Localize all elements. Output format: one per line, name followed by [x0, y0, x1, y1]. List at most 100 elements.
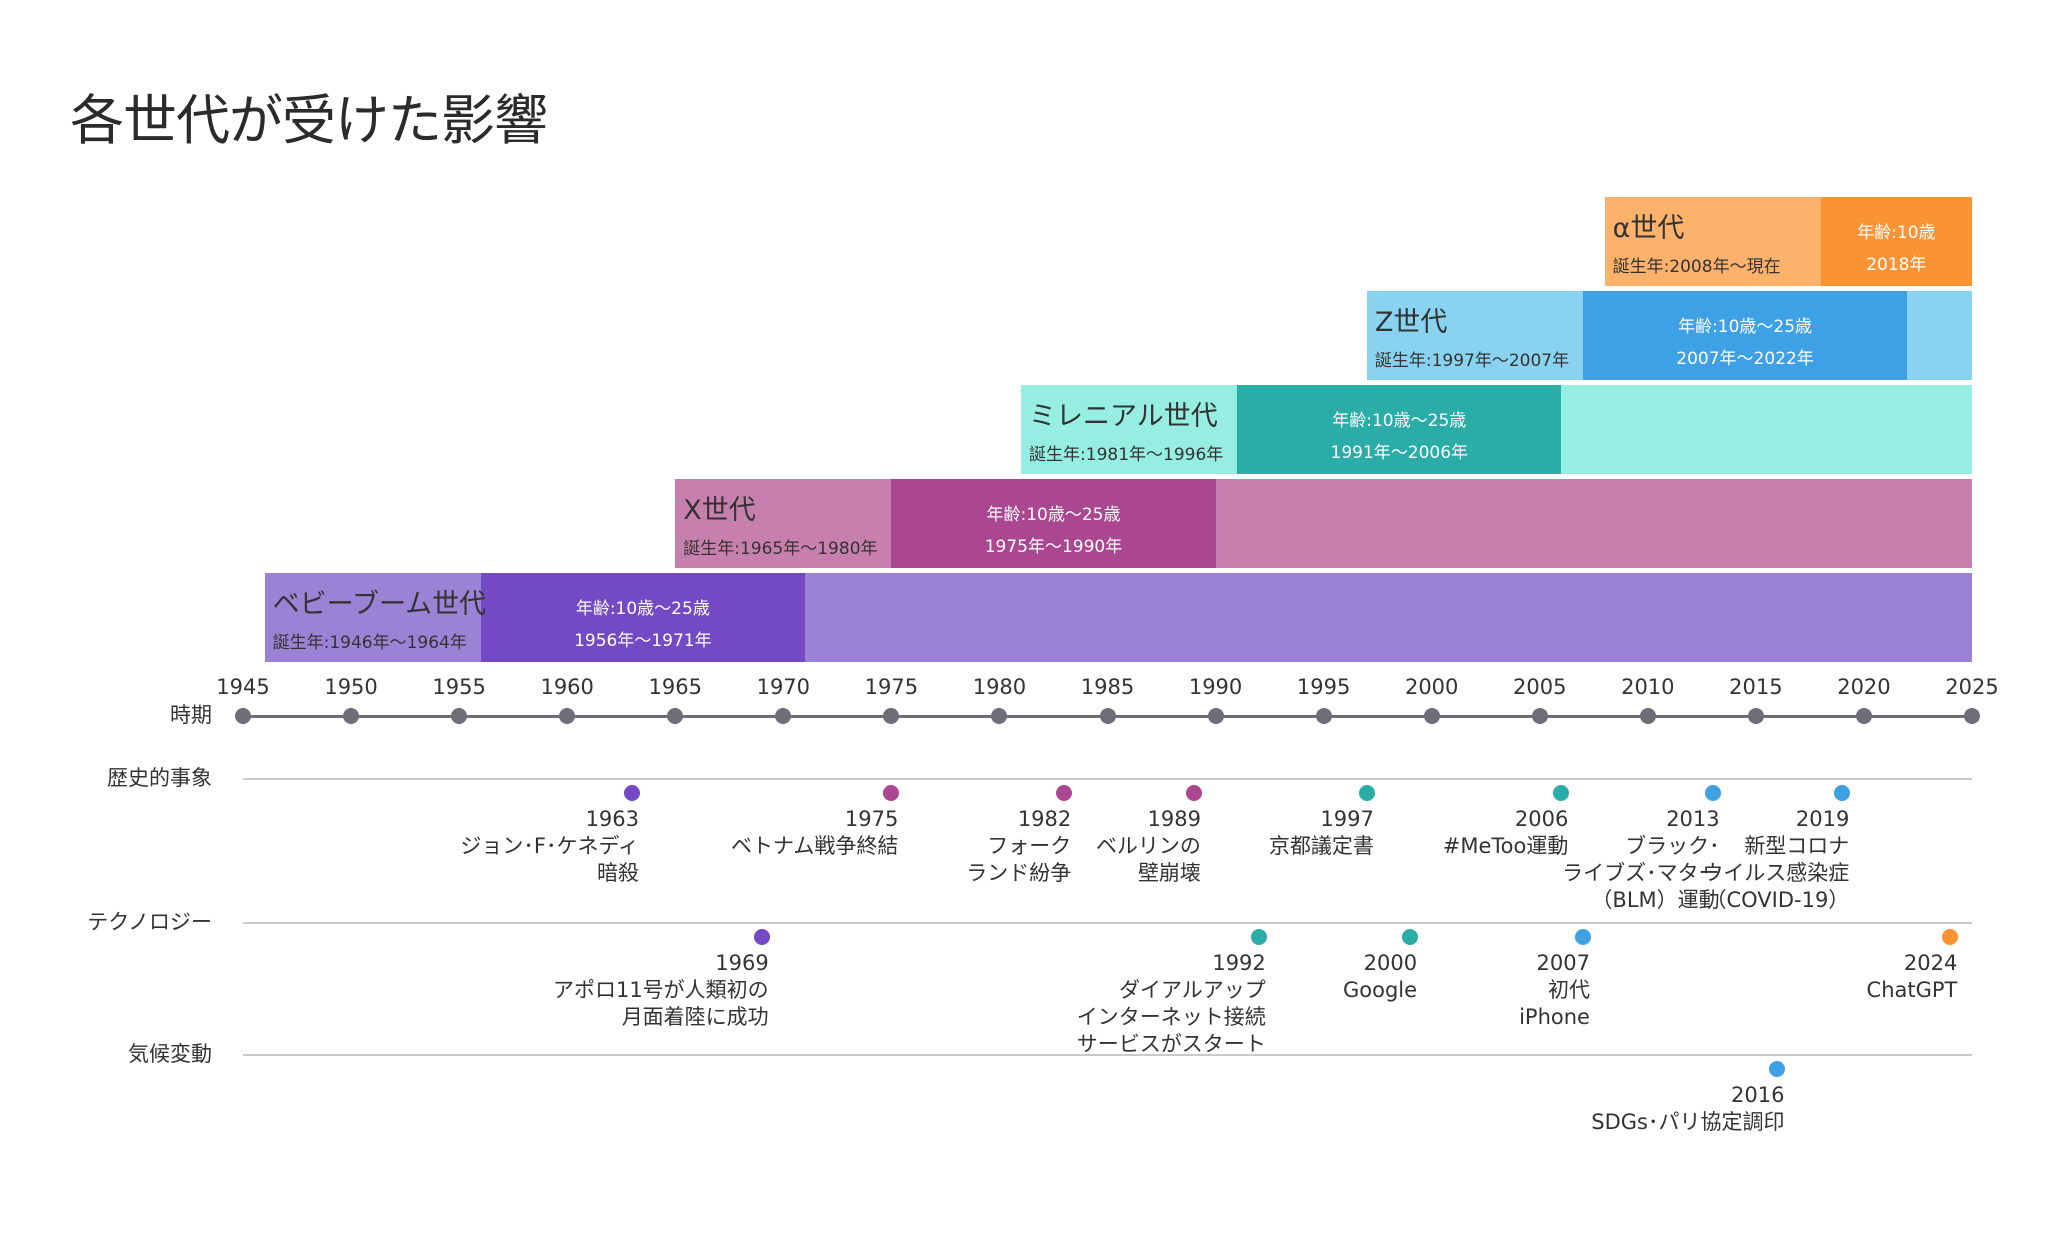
axis-label: 時期	[170, 703, 212, 727]
axis-tick-label: 1955	[432, 675, 486, 699]
birth-span-segment	[264, 573, 481, 662]
event-year: 2024	[1903, 951, 1958, 975]
formative-years-segment: 年齢:10歳～25歳 2007年～2022年	[1582, 291, 1908, 380]
event-description-line: ダイアルアップ	[1118, 978, 1266, 1002]
axis-tick-label: 1995	[1296, 675, 1351, 699]
formative-years-label: 1991年～2006年	[1330, 443, 1469, 463]
birth-span-segment	[675, 479, 892, 568]
formative-age-label: 年齢:10歳～25歳	[1332, 411, 1467, 431]
formative-age-label: 年齢:10歳～25歳	[575, 599, 710, 619]
event-dot	[1056, 785, 1073, 801]
axis-tick-dot	[667, 708, 684, 724]
event-dot	[1942, 929, 1959, 945]
axis-tick-label: 1965	[648, 675, 702, 699]
event-dot	[1553, 785, 1570, 801]
later-life-segment	[1907, 291, 1972, 380]
event-year: 1992	[1212, 951, 1266, 975]
event-year: 2013	[1666, 807, 1720, 831]
generation-band-alpha: 年齢:10歳 2018年 α世代誕生年:2008年～現在	[1604, 197, 1972, 286]
formative-years-segment: 年齢:10歳～25歳 1991年～2006年	[1237, 385, 1562, 474]
event-description-line: （BLM）運動	[1591, 888, 1720, 912]
axis-tick-label: 2000	[1404, 675, 1459, 699]
event-year: 2000	[1363, 951, 1418, 975]
event-description-line: ベルリンの	[1095, 834, 1201, 858]
event-year: 2007	[1536, 951, 1590, 975]
axis-tick-dot	[1099, 708, 1116, 724]
axis-tick-dot	[775, 708, 792, 724]
axis-tick-label: 1950	[324, 675, 378, 699]
axis-tick-label: 2025	[1945, 675, 1999, 699]
birth-span-segment	[1604, 197, 1821, 286]
event-year: 2016	[1731, 1083, 1785, 1107]
row-label: テクノロジー	[87, 910, 212, 934]
generation-name: ミレニアル世代	[1029, 401, 1218, 432]
axis-tick-label: 1945	[216, 675, 270, 699]
event-label: 2007 初代 iPhone	[1519, 950, 1590, 1031]
axis-tick-label: 2010	[1621, 675, 1675, 699]
event-description-line: ブラック･	[1625, 834, 1720, 858]
axis-tick-dot	[1747, 708, 1764, 724]
event-label: 2006#MeToo運動	[1443, 806, 1569, 860]
event-year: 1989	[1147, 807, 1201, 831]
event-description-line: 暗殺	[597, 861, 640, 885]
axis-tick-dot	[559, 708, 576, 724]
event-description-line: 初代	[1547, 978, 1590, 1002]
axis-tick-dot	[1315, 708, 1332, 724]
formative-years-label: 1956年～1971年	[574, 631, 712, 651]
formative-age-label: 年齢:10歳～25歳	[1678, 317, 1813, 337]
event-description-line: （COVID-19）	[1705, 888, 1850, 912]
event-dot	[1704, 785, 1721, 801]
axis-tick-label: 1970	[756, 675, 811, 699]
later-life-segment	[1215, 479, 1972, 568]
birth-years-label: 誕生年:1997年～2007年	[1374, 351, 1570, 371]
event-year: 1963	[585, 807, 640, 831]
row-line	[243, 778, 1972, 780]
formative-age-label: 年齢:10歳	[1857, 223, 1936, 243]
event-description-line: 月面着陸に成功	[621, 1005, 769, 1029]
event-description-line: iPhone	[1519, 1005, 1590, 1029]
event-description-line: #MeToo運動	[1442, 834, 1569, 858]
event-dot	[1185, 785, 1202, 801]
event-description-line: Google	[1343, 978, 1418, 1002]
event-dot	[624, 785, 641, 801]
axis-tick-dot	[343, 708, 360, 724]
event-description-line: ライブズ･マター	[1562, 861, 1720, 885]
event-dot	[1402, 929, 1419, 945]
row-line	[243, 922, 1972, 924]
generation-name: α世代	[1612, 213, 1685, 244]
axis-tick-label: 2020	[1837, 675, 1891, 699]
axis-tick-dot	[1207, 708, 1224, 724]
event-description-line: ChatGPT	[1866, 978, 1958, 1002]
event-dot	[1574, 929, 1591, 945]
formative-years-segment: 年齢:10歳 2018年	[1820, 197, 1972, 286]
axis-tick-dot	[451, 708, 468, 724]
event-dot	[1769, 1061, 1786, 1077]
event-dot	[1834, 785, 1851, 801]
formative-years-label: 2007年～2022年	[1676, 349, 1814, 369]
generation-name: ベビーブーム世代	[272, 589, 487, 620]
axis-tick-label: 1975	[864, 675, 919, 699]
row-line	[243, 1054, 1972, 1056]
formative-years-segment: 年齢:10歳～25歳 1956年～1971年	[480, 573, 805, 662]
generation-name: Z世代	[1374, 307, 1448, 338]
axis-tick-label: 2015	[1729, 675, 1783, 699]
birth-years-label: 誕生年:2008年～現在	[1612, 257, 1781, 277]
axis-tick-dot	[1531, 708, 1548, 724]
event-description-line: ベトナム戦争終結	[731, 834, 899, 858]
axis-tick-dot	[883, 708, 900, 724]
birth-span-segment	[1021, 385, 1238, 474]
event-year: 1969	[715, 951, 769, 975]
event-description-line: SDGs･パリ協定調印	[1591, 1110, 1785, 1134]
row-label: 気候変動	[128, 1042, 212, 1066]
axis-tick-dot	[1423, 708, 1440, 724]
formative-years-label: 2018年	[1866, 255, 1927, 275]
